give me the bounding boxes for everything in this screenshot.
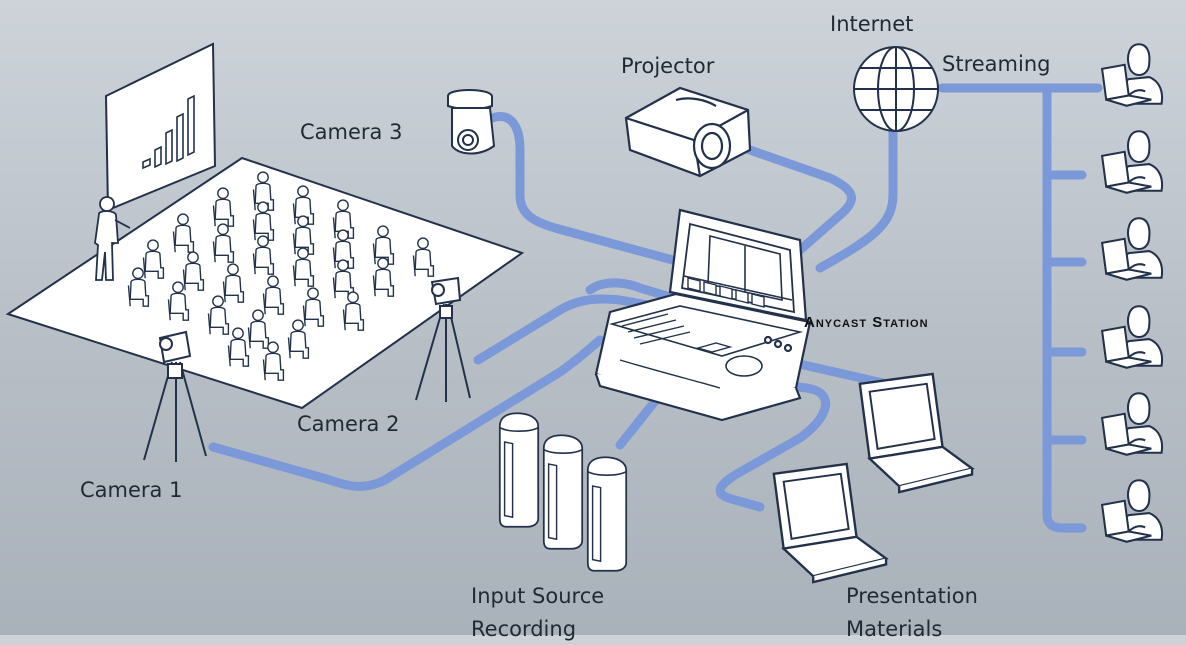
live-production-switcher-icon xyxy=(594,208,812,422)
laptop-icon xyxy=(858,372,974,494)
camera2-label: Camera 2 xyxy=(297,412,400,436)
camera3-label: Camera 3 xyxy=(300,120,403,144)
cable-loop-top xyxy=(585,278,685,305)
camera1-label: Camera 1 xyxy=(80,478,183,502)
presentation-screen-icon xyxy=(104,42,217,212)
anycast-station-label: Anycast Station xyxy=(804,314,929,331)
laptop-icon xyxy=(772,462,888,584)
globe-icon xyxy=(853,46,939,132)
cable-camera3 xyxy=(487,112,685,267)
cable-internet xyxy=(815,127,898,273)
projector-icon xyxy=(624,86,752,178)
presentation-materials-label: Presentation Materials xyxy=(846,580,1046,645)
room-floor xyxy=(5,156,525,410)
streaming-label: Streaming xyxy=(942,52,1051,76)
camera-on-tripod-icon xyxy=(415,276,471,402)
ptz-camera-icon xyxy=(447,89,496,155)
input-source-line2: Recording xyxy=(471,616,577,641)
presentation-line1: Presentation xyxy=(846,584,978,608)
presentation-line2: Materials xyxy=(846,616,943,641)
input-source-label: Input Source Recording xyxy=(471,580,671,645)
camera-on-tripod-icon xyxy=(143,330,207,462)
storage-drive-icon xyxy=(498,412,628,572)
person-with-laptop-icon xyxy=(1101,43,1164,543)
presenter-icon xyxy=(94,196,131,281)
cables xyxy=(208,83,1103,533)
projector-label: Projector xyxy=(621,54,715,78)
internet-label: Internet xyxy=(830,12,914,36)
lecture-room xyxy=(5,42,525,410)
cable-storage xyxy=(615,390,665,450)
cable-projector xyxy=(745,145,856,255)
cable-camera1 xyxy=(208,335,605,491)
input-source-line1: Input Source xyxy=(471,584,605,608)
cable-streaming-bus xyxy=(1042,83,1087,533)
cable-camera2 xyxy=(473,294,670,365)
